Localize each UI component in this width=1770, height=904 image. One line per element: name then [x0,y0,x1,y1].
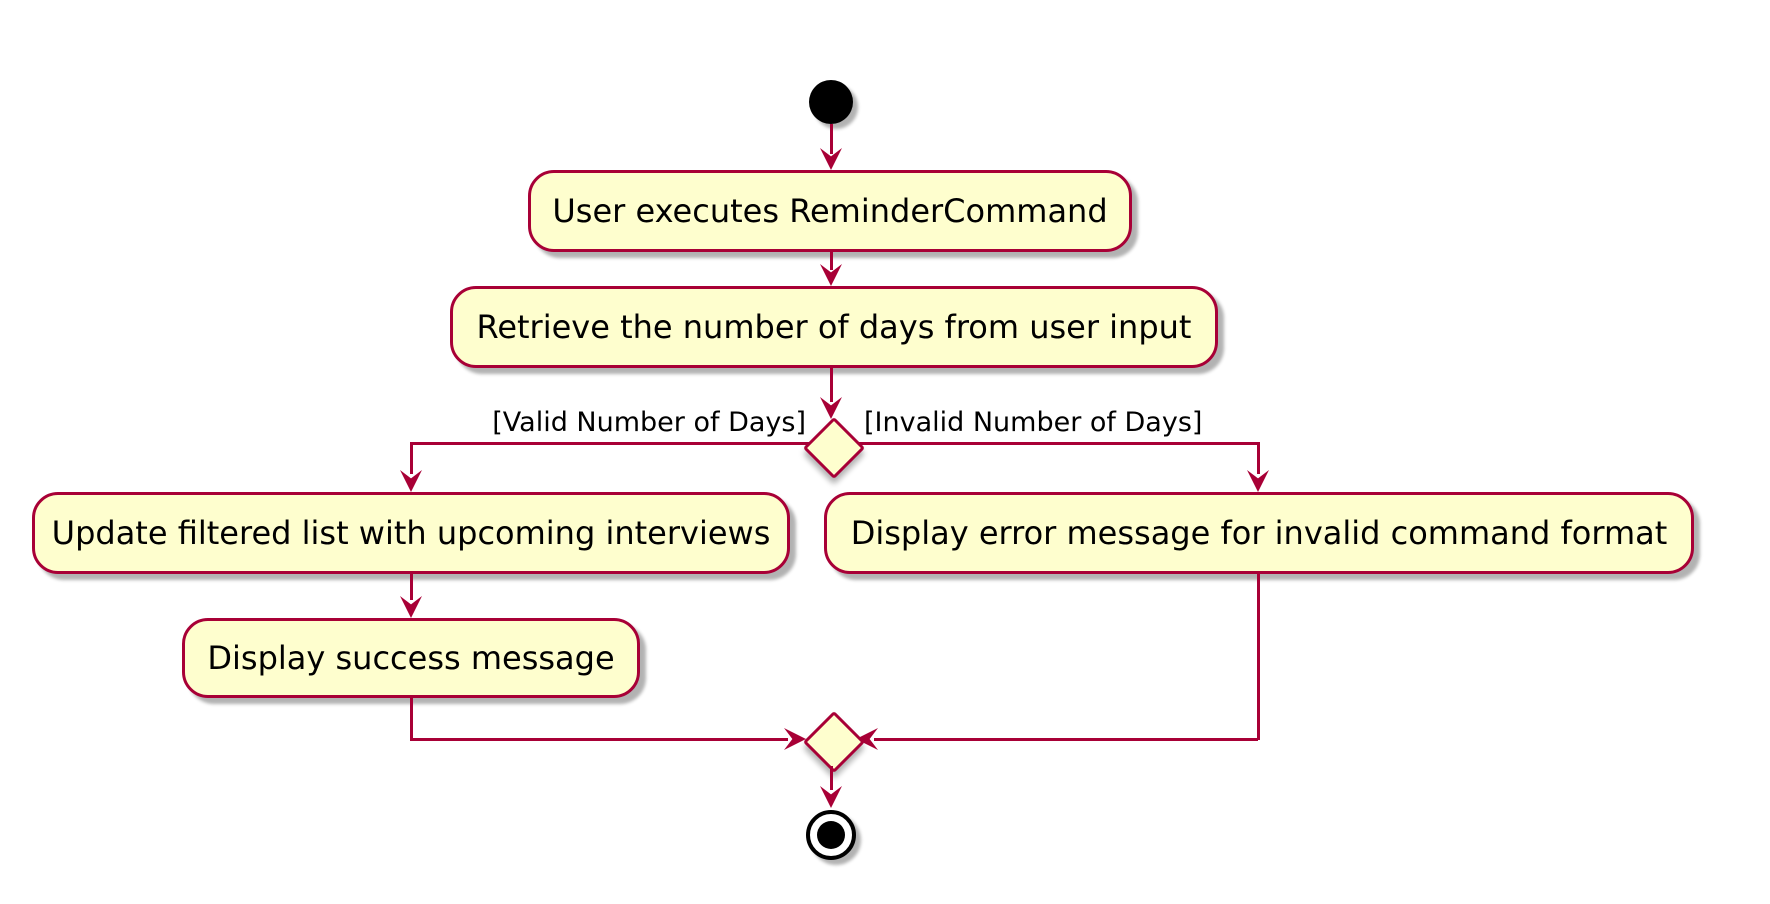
edge-branch-left [410,442,810,445]
edge-invalid1-to-merge [874,737,1258,741]
edge-action1-to-action2 [829,252,833,270]
edge-action2-to-branch [829,368,833,402]
start-node [809,80,853,124]
edge-valid2-down [409,698,413,740]
action-user-executes-remindercommand: User executes ReminderCommand [528,170,1132,252]
action-label: Display success message [207,639,615,677]
edge-valid1-to-valid2 [409,574,413,600]
edge-invalid1-down [1256,574,1260,740]
edge-start-to-action1 [829,124,833,154]
edge-branch-right-drop [1256,442,1260,474]
edge-valid2-to-merge [409,737,788,741]
action-label: Update filtered list with upcoming inter… [51,514,771,552]
action-label: Retrieve the number of days from user in… [476,308,1192,346]
edge-branch-right [852,442,1260,445]
action-retrieve-number-of-days: Retrieve the number of days from user in… [450,286,1218,368]
action-label: User executes ReminderCommand [552,192,1108,230]
end-node-dot [817,821,845,849]
edge-merge-to-end [829,766,833,790]
action-label: Display error message for invalid comman… [850,514,1668,552]
branch-diamond [802,416,866,480]
action-display-success-message: Display success message [182,618,640,698]
action-update-filtered-list: Update filtered list with upcoming inter… [32,492,790,574]
branch-label-valid: [Valid Number of Days] [492,407,806,438]
edge-branch-left-drop [409,442,413,474]
branch-label-invalid: [Invalid Number of Days] [864,407,1203,438]
merge-diamond [802,710,866,774]
action-display-error-message: Display error message for invalid comman… [824,492,1694,574]
end-node [806,810,856,860]
